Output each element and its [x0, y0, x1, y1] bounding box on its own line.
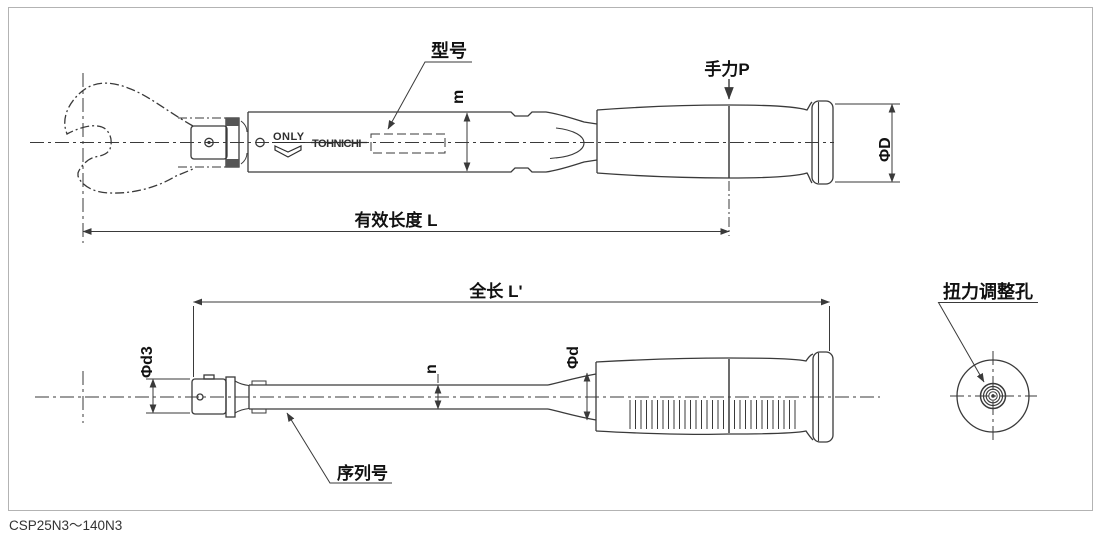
torque-hole-center: [991, 394, 995, 398]
main-tube: [248, 384, 548, 410]
head-block-tab: [203, 374, 215, 380]
head-tang: [190, 125, 228, 160]
neck-clip: [549, 127, 585, 160]
neck-curves: [234, 380, 250, 414]
head-block-hole: [196, 393, 204, 401]
open-end-head-phantom: [64, 82, 194, 194]
collar-spring-marks: [240, 120, 248, 165]
end-view: [937, 302, 1038, 441]
phi-d-label: Φd: [565, 346, 582, 369]
image-frame: [8, 7, 1093, 511]
body-top-edge: [248, 111, 598, 125]
effective-length-label: 有效长度 L: [354, 210, 437, 230]
tube-clip-bottom: [251, 408, 267, 414]
hand-force-label: 手力P: [704, 59, 749, 79]
model-engraving-box: [370, 133, 446, 154]
direction-arrow-icon: [274, 145, 302, 158]
top-view-dimensions: [82, 61, 900, 236]
handle-top-edge-bottom: [595, 353, 814, 363]
torque-hole-ring3: [988, 391, 998, 401]
collar-knurl-top: [226, 118, 239, 126]
handle-bottom-edge: [596, 172, 813, 184]
torque-hole-outer: [979, 382, 1007, 410]
handle-top-edge: [596, 101, 813, 111]
torque-hole-ring1: [982, 385, 1004, 407]
engraving-only-text: ONLY: [273, 131, 305, 143]
total-length-label: 全长 L': [468, 281, 522, 301]
phi-D-label: ΦD: [877, 137, 894, 162]
total-length-extension-lines: [193, 306, 830, 377]
dim-m-label: m: [450, 90, 467, 104]
torque-hole-ring2: [985, 388, 1001, 404]
serial-callout-leader: [286, 412, 392, 484]
collar-knurl-bottom: [226, 159, 239, 167]
brand-logo-text: TOHNICHI: [312, 138, 361, 150]
caption-model-range: CSP25N3～140N3: [9, 518, 122, 533]
handle-end-cap: [811, 100, 834, 185]
tang-pin-inner: [207, 140, 211, 145]
torque-hole-label: 扭力调整孔: [943, 281, 1033, 302]
handle-end-cap-bottom: [812, 351, 834, 443]
handle-bottom-edge-bottom: [595, 430, 814, 441]
body-bottom-edge: [248, 159, 598, 173]
serial-callout-label: 序列号: [337, 463, 388, 483]
bottom-view: [35, 351, 880, 443]
model-callout-leader: [387, 61, 472, 130]
tube-clip-top: [251, 380, 267, 386]
phi-d3-label: Φd3: [139, 346, 156, 378]
bottom-view-dimensions: [146, 298, 830, 484]
collar-bottom-view: [225, 376, 236, 418]
top-view-engravings: ONLY TOHNICHI: [272, 131, 367, 158]
model-callout-label: 型号: [431, 40, 467, 61]
body-hole: [255, 137, 265, 148]
tang-pin-outer: [204, 137, 214, 148]
dim-n-label: n: [423, 364, 440, 374]
grip-knurl-ribs: [629, 400, 796, 429]
top-view: [30, 73, 834, 243]
torque-hole-leader: [937, 302, 1038, 383]
tube-flare: [547, 373, 597, 421]
